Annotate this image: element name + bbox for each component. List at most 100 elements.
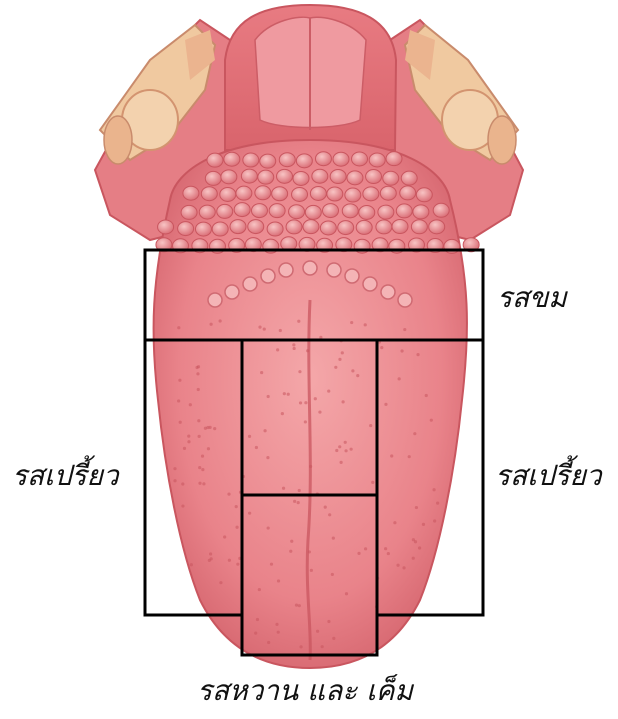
papilla-dot — [369, 424, 372, 427]
papilla-dot — [299, 645, 302, 648]
papilla-dot — [324, 506, 327, 509]
lingual-bump — [376, 220, 392, 234]
lingual-bump — [212, 222, 228, 236]
papilla-dot — [187, 434, 190, 437]
papilla-dot — [344, 449, 347, 452]
papilla-dot — [228, 559, 231, 562]
papilla-dot — [179, 421, 182, 424]
lingual-bump — [220, 187, 236, 201]
papilla-dot — [223, 535, 226, 538]
sour-left-label: รสเปรี้ยว — [12, 462, 119, 490]
papilla-dot — [314, 397, 317, 400]
papilla-dot — [335, 449, 338, 452]
papilla-dot — [338, 445, 341, 448]
lingual-bump — [356, 220, 372, 234]
papilla-dot — [177, 399, 180, 402]
papilla-dot — [306, 349, 309, 352]
lingual-bump — [411, 220, 427, 234]
lingual-bump — [413, 205, 429, 219]
papilla-dot — [235, 526, 238, 529]
papilla-dot — [297, 501, 300, 504]
papilla-dot — [299, 401, 302, 404]
papilla-dot — [327, 389, 330, 392]
lingual-bump — [199, 205, 215, 219]
papilla-dot — [267, 395, 270, 398]
lingual-bump — [292, 187, 308, 201]
lingual-bump — [359, 205, 375, 219]
papilla-dot — [340, 461, 343, 464]
papilla-dot — [402, 566, 405, 569]
papilla-dot — [334, 366, 337, 369]
papilla-dot — [295, 603, 298, 606]
papilla-dot — [332, 637, 335, 640]
lingual-bump — [380, 186, 396, 200]
papilla-dot — [384, 547, 387, 550]
papilla-dot — [318, 410, 321, 413]
papilla-dot — [400, 349, 403, 352]
lingual-bump — [345, 188, 361, 202]
lingual-bump — [352, 152, 368, 166]
papilla-dot — [298, 370, 301, 373]
bitter-label: รสขม — [497, 284, 567, 312]
lingual-bump — [201, 187, 217, 201]
papilla-dot — [398, 377, 401, 380]
lingual-bump — [416, 188, 432, 202]
lingual-bump — [260, 154, 276, 168]
papilla-dot — [181, 504, 184, 507]
lingual-bump — [181, 205, 197, 219]
papilla-dot — [173, 479, 176, 482]
papilla-dot — [267, 641, 270, 644]
papilla-dot — [254, 632, 257, 635]
papilla-dot — [276, 348, 279, 351]
papilla-dot — [433, 519, 436, 522]
papilla-dot — [258, 326, 261, 329]
papilla-dot — [275, 623, 278, 626]
papilla-dot — [413, 432, 416, 435]
papilla-dot — [260, 371, 263, 374]
lingual-bump — [241, 169, 257, 183]
papilla-dot — [387, 552, 390, 555]
papilla-dot — [357, 552, 360, 555]
papilla-dot — [202, 482, 205, 485]
papilla-dot — [425, 394, 428, 397]
papilla-dot — [328, 513, 331, 516]
lingual-bump — [401, 171, 417, 185]
lingual-bump — [378, 205, 394, 219]
papilla-dot — [177, 326, 180, 329]
papilla-dot — [408, 455, 411, 458]
papilla-dot — [235, 505, 238, 508]
lingual-bump — [369, 153, 385, 167]
papilla-dot — [422, 523, 425, 526]
lingual-bump — [217, 204, 233, 218]
papilla-dot — [297, 320, 300, 323]
papilla-dot — [332, 537, 335, 540]
papilla-dot — [183, 447, 186, 450]
papilla-dot — [201, 455, 204, 458]
papilla-dot — [236, 563, 239, 566]
lingual-bump — [327, 187, 343, 201]
papilla-dot — [344, 441, 347, 444]
papilla-dot — [345, 592, 348, 595]
papilla-dot — [204, 427, 207, 430]
lingual-bump — [293, 171, 309, 185]
lingual-bump — [178, 222, 194, 236]
papilla-dot — [256, 618, 259, 621]
papilla-dot — [181, 482, 184, 485]
papilla-dot — [298, 489, 301, 492]
papilla-dot — [403, 328, 406, 331]
papilla-dot — [293, 347, 296, 350]
lingual-bump — [183, 186, 199, 200]
papilla-dot — [390, 454, 393, 457]
epiglottis — [225, 5, 396, 150]
papilla-dot — [396, 564, 399, 567]
papilla-dot — [263, 429, 266, 432]
lingual-bump — [363, 187, 379, 201]
papilla-dot — [412, 557, 415, 560]
lingual-bump — [338, 221, 354, 235]
papilla-dot — [356, 374, 359, 377]
papilla-dot — [418, 546, 421, 549]
papilla-dot — [293, 500, 296, 503]
papilla-dot — [270, 563, 273, 566]
papilla-dot — [207, 447, 210, 450]
lingual-bump — [221, 170, 237, 184]
